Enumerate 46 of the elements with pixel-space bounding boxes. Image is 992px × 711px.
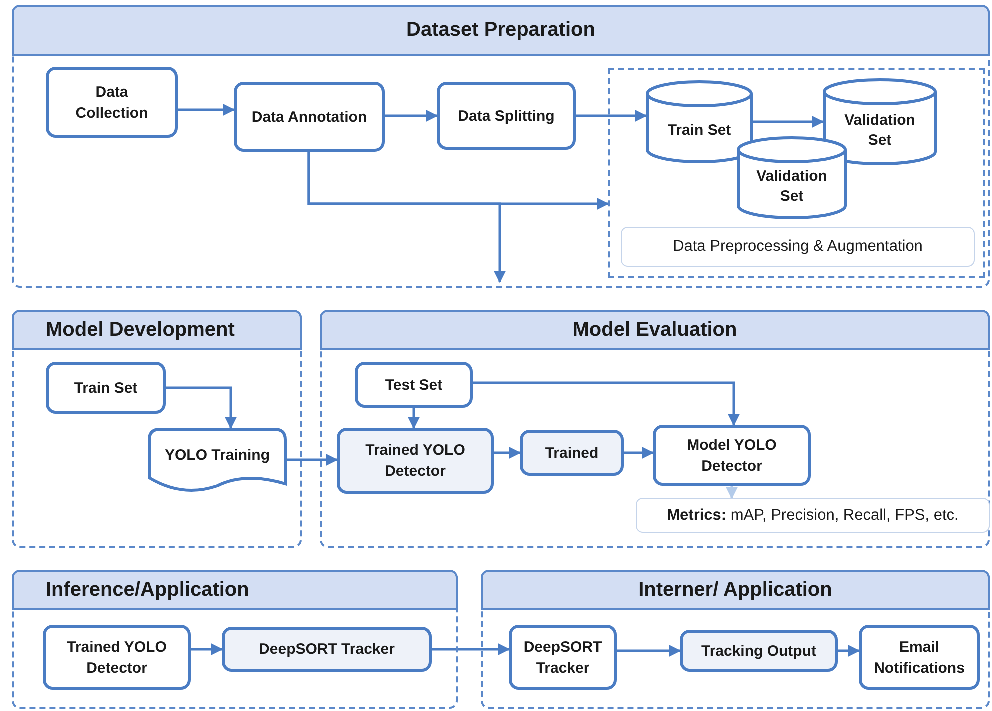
arrow [617, 644, 682, 658]
database-cylinder: Train Set [646, 82, 753, 162]
arrow [473, 382, 740, 426]
arrow [178, 104, 236, 116]
database-cylinder: Validation Set [737, 138, 847, 218]
section-panel [481, 570, 990, 709]
arrow [576, 110, 648, 122]
arrow [191, 643, 224, 656]
section-header: Dataset Preparation [12, 5, 990, 56]
arrow [494, 446, 522, 460]
process-box: Trained YOLO Detector [43, 625, 191, 690]
arrow [726, 486, 738, 500]
arrow [838, 644, 860, 658]
arrow [166, 386, 238, 430]
arrow [753, 116, 824, 128]
process-box: DeepSORT Tracker [222, 627, 432, 672]
process-box: Trained YOLO Detector [337, 428, 494, 494]
process-box: Trained [520, 430, 624, 476]
database-cylinder: Validation Set [823, 80, 937, 164]
process-box: Data Collection [46, 67, 178, 138]
section-header: Model Evaluation [320, 310, 990, 350]
note-box: Data Preprocessing & Augmentation [621, 227, 975, 267]
section-header: Inference/Application [12, 570, 458, 610]
section-header: Interner/ Application [481, 570, 990, 610]
process-box: Email Notifications [859, 625, 980, 690]
arrow [287, 454, 338, 466]
process-box: Test Set [355, 362, 473, 408]
arrow [624, 446, 654, 460]
arrow [432, 643, 510, 656]
note-box: Metrics: mAP, Precision, Recall, FPS, etc. [636, 498, 990, 533]
section-panel [12, 570, 458, 709]
process-box: Model YOLO Detector [653, 425, 811, 486]
process-box: Train Set [46, 362, 166, 414]
process-box: Data Splitting [437, 82, 576, 150]
arrow [408, 408, 420, 430]
arrow [385, 110, 438, 122]
process-box: Data Annotation [234, 82, 385, 152]
section-header: Model Development [12, 310, 302, 350]
section-panel [12, 5, 990, 288]
document-shape: YOLO Training [148, 428, 287, 492]
process-box: Tracking Output [680, 630, 838, 672]
section-panel [12, 310, 302, 548]
process-box: DeepSORT Tracker [509, 625, 617, 690]
arrow [308, 152, 506, 284]
section-panel [320, 310, 990, 548]
dashed-group [608, 68, 985, 278]
